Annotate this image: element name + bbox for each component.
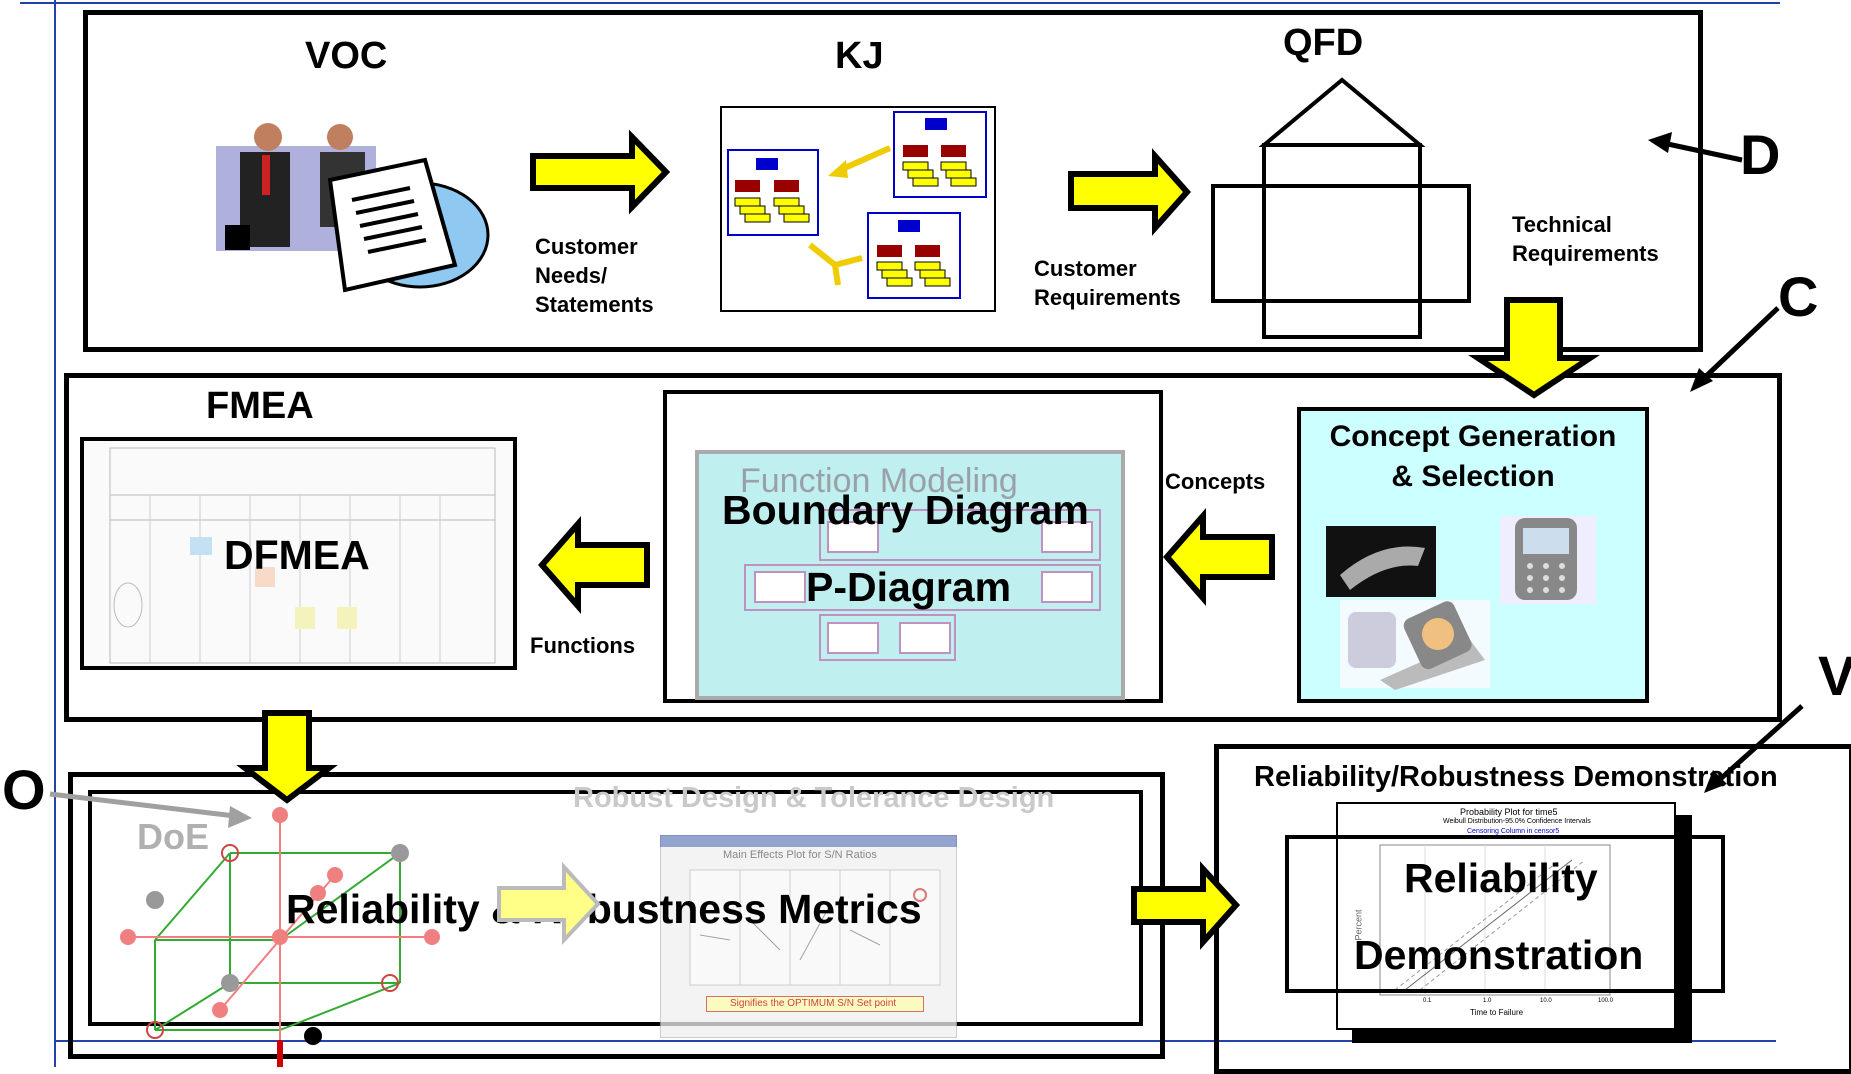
probability-plot-title: Probability Plot for time5 [1460,807,1558,817]
robust-design-faded: Robust Design & Tolerance Design [573,782,1055,814]
optimum-note-box [706,996,924,1012]
probability-plot-sub2: Censoring Column in censor5 [1467,828,1560,835]
technical-requirements-label: Technical Requirements [1512,212,1659,266]
demonstration-label: Demonstration [1354,932,1644,978]
kj-title: KJ [835,35,884,77]
reliability-demo-box [1285,835,1725,993]
customer-needs-label: Customer Needs/ Statements [535,234,654,317]
doe-label: DoE [137,816,209,857]
probability-plot-sub1: Weibull Distribution-95.0% Confidence In… [1443,818,1591,825]
letter-v: V [1818,644,1851,707]
fmea-title: FMEA [206,385,314,427]
main-effects-header [660,835,957,847]
letter-d: D [1740,123,1781,186]
x-tick-0: 0.1 [1423,998,1432,1004]
qfd-title: QFD [1283,22,1364,64]
kj-diagram [720,106,996,312]
time-to-failure-label: Time to Failure [1470,1008,1524,1017]
slide-line-bottom [56,1040,1776,1042]
slide-line-left [54,0,56,1067]
reliability-robustness-demo-title: Reliability/Robustness Demonstration [1254,761,1778,793]
voc-title: VOC [305,35,388,77]
middle-panel [64,373,1782,722]
function-modeling-faded: Function Modeling [740,462,1018,500]
slide-line-top [20,2,1780,4]
function-modeling-panel [663,390,1163,703]
reliability-label: Reliability [1404,855,1598,901]
customer-requirements-label: Customer Requirements [1034,256,1181,310]
x-tick-3: 100.0 [1598,998,1614,1004]
top-panel [83,10,1703,352]
metrics-label: Reliability & Robustness Metrics [286,886,922,932]
x-tick-2: 10.0 [1540,998,1552,1004]
x-tick-1: 1.0 [1483,998,1492,1004]
dfmea-label: DFMEA [224,532,370,578]
optimum-note: Signifies the OPTIMUM S/N Set point [730,998,897,1009]
main-effects-title: Main Effects Plot for S/N Ratios [723,849,877,861]
concept-generation-label: Concept Generation & Selection [1329,420,1617,493]
boundary-diagram-label: Boundary Diagram [722,487,1089,533]
p-diagram-label: P-Diagram [806,564,1012,610]
functions-label: Functions [530,633,636,658]
concepts-label: Concepts [1165,469,1266,494]
letter-o: O [2,758,46,821]
letter-c: C [1778,265,1819,328]
